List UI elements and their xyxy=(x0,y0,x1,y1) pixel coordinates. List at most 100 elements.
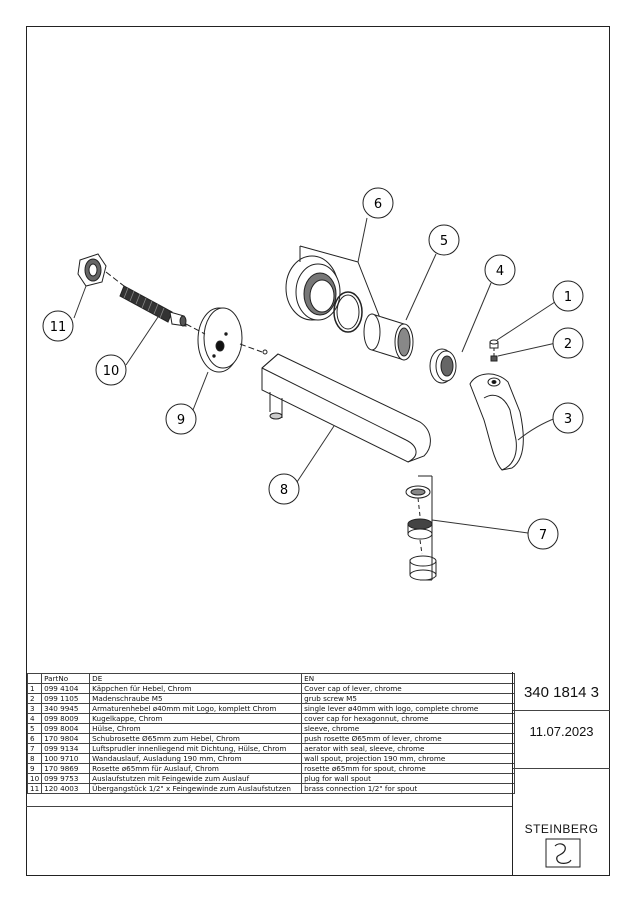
cell-de: Madenschraube M5 xyxy=(89,693,303,704)
drawing-frame xyxy=(26,26,610,876)
part-5-sleeve xyxy=(363,313,414,361)
cell-de: Auslaufstutzen mit Feingewide zum Auslau… xyxy=(89,773,303,784)
cell-number: 4 xyxy=(26,713,43,724)
cell-de: Rosette ø65mm für Auslauf, Chrom xyxy=(89,763,303,774)
callout-2: 2 xyxy=(552,327,584,359)
callout-5-label: 5 xyxy=(440,234,448,249)
cell-en: rosette ø65mm for spout, chrome xyxy=(301,763,516,774)
cell-number: 11 xyxy=(26,783,43,794)
cell-en: push rosette Ø65mm of lever, chrome xyxy=(301,733,516,744)
cell-number: 9 xyxy=(26,763,43,774)
callout-1-label: 1 xyxy=(564,290,572,305)
cell-number: 10 xyxy=(26,773,43,784)
cell-number: 2 xyxy=(26,693,43,704)
cell-partno: 099 8004 xyxy=(41,723,91,734)
cell-de: Hülse, Chrom xyxy=(89,723,303,734)
cell-de: Übergangstück 1/2" x Feingewinde zum Aus… xyxy=(89,783,303,794)
cell-en: cover cap for hexagonnut, chrome xyxy=(301,713,516,724)
cell-en: wall spout, projection 190 mm, chrome xyxy=(301,753,516,764)
cell-partno: 099 4104 xyxy=(41,683,91,694)
title-block-divider xyxy=(513,710,610,711)
part-8-wall-spout xyxy=(261,349,431,463)
part-9-rosette xyxy=(197,307,243,373)
cell-number: 5 xyxy=(26,723,43,734)
part-6-push-rosette xyxy=(285,245,381,333)
title-block-divider xyxy=(513,768,610,769)
cell-partno: 100 9710 xyxy=(41,753,91,764)
callouts: 1 2 3 4 5 6 7 8 xyxy=(42,187,584,550)
exploded-view-drawing: 1 2 3 4 5 6 7 8 xyxy=(42,187,584,581)
cell-number: 7 xyxy=(26,743,43,754)
callout-5: 5 xyxy=(428,224,460,256)
callout-10: 10 xyxy=(95,354,127,386)
cell-en: single lever ø40mm with logo, complete c… xyxy=(301,703,516,714)
cell-partno: 099 1105 xyxy=(41,693,91,704)
callout-9-label: 9 xyxy=(177,413,185,428)
title-block: 340 1814 3 11.07.2023 STEINBERG xyxy=(512,672,610,876)
column-header-number xyxy=(26,673,43,684)
cell-partno: 099 8009 xyxy=(41,713,91,724)
cell-de: Wandauslauf, Ausladung 190 mm, Chrom xyxy=(89,753,303,764)
table-bottom-divider xyxy=(26,806,512,807)
part-7-aerator xyxy=(405,475,437,581)
callout-10-label: 10 xyxy=(103,364,120,379)
cell-number: 8 xyxy=(26,753,43,764)
leader-lines xyxy=(73,217,559,534)
cell-partno: 099 9753 xyxy=(41,773,91,784)
cell-de: Luftsprudler innenliegend mit Dichtung, … xyxy=(89,743,303,754)
part-10-threaded-plug xyxy=(119,285,187,327)
cell-en: brass connection 1/2" for spout xyxy=(301,783,516,794)
brand-name: STEINBERG xyxy=(524,822,599,836)
cell-number: 1 xyxy=(26,683,43,694)
callout-11-label: 11 xyxy=(50,320,67,335)
callout-1: 1 xyxy=(552,280,584,312)
document-date: 11.07.2023 xyxy=(529,724,594,739)
cell-partno: 099 9134 xyxy=(41,743,91,754)
cell-de: Kugelkappe, Chrom xyxy=(89,713,303,724)
callout-9: 9 xyxy=(165,403,197,435)
part-3-lever xyxy=(469,373,524,471)
cell-en: plug for wall spout xyxy=(301,773,516,784)
callout-8: 8 xyxy=(268,473,300,505)
cell-en: sleeve, chrome xyxy=(301,723,516,734)
cell-en: aerator with seal, sleeve, chrome xyxy=(301,743,516,754)
cell-number: 3 xyxy=(26,703,43,714)
callout-6: 6 xyxy=(362,187,394,219)
cell-partno: 120 4003 xyxy=(41,783,91,794)
callout-3-label: 3 xyxy=(564,412,572,427)
cell-de: Käppchen für Hebel, Chrom xyxy=(89,683,303,694)
part-4-cover-cap xyxy=(429,348,457,384)
cell-en: Cover cap of lever, chrome xyxy=(301,683,516,694)
table-header-row: PartNo DE EN xyxy=(26,673,516,684)
cell-en: grub screw M5 xyxy=(301,693,516,704)
cell-partno: 170 9804 xyxy=(41,733,91,744)
callout-4-label: 4 xyxy=(496,264,504,279)
brand-logo-icon xyxy=(545,838,581,868)
callout-4: 4 xyxy=(484,254,516,286)
article-number: 340 1814 3 xyxy=(523,684,600,701)
callout-7-label: 7 xyxy=(539,528,547,543)
column-header-de: DE xyxy=(89,673,303,684)
column-header-partno: PartNo xyxy=(41,673,91,684)
part-2-grub-screw xyxy=(490,355,498,362)
part-1-cap xyxy=(489,339,499,349)
callout-2-label: 2 xyxy=(564,337,572,352)
callout-11: 11 xyxy=(42,310,74,342)
callout-3: 3 xyxy=(552,402,584,434)
callout-6-label: 6 xyxy=(374,197,382,212)
cell-de: Armaturenhebel ø40mm mit Logo, komplett … xyxy=(89,703,303,714)
cell-partno: 170 9869 xyxy=(41,763,91,774)
part-11-brass-connection xyxy=(77,253,107,287)
